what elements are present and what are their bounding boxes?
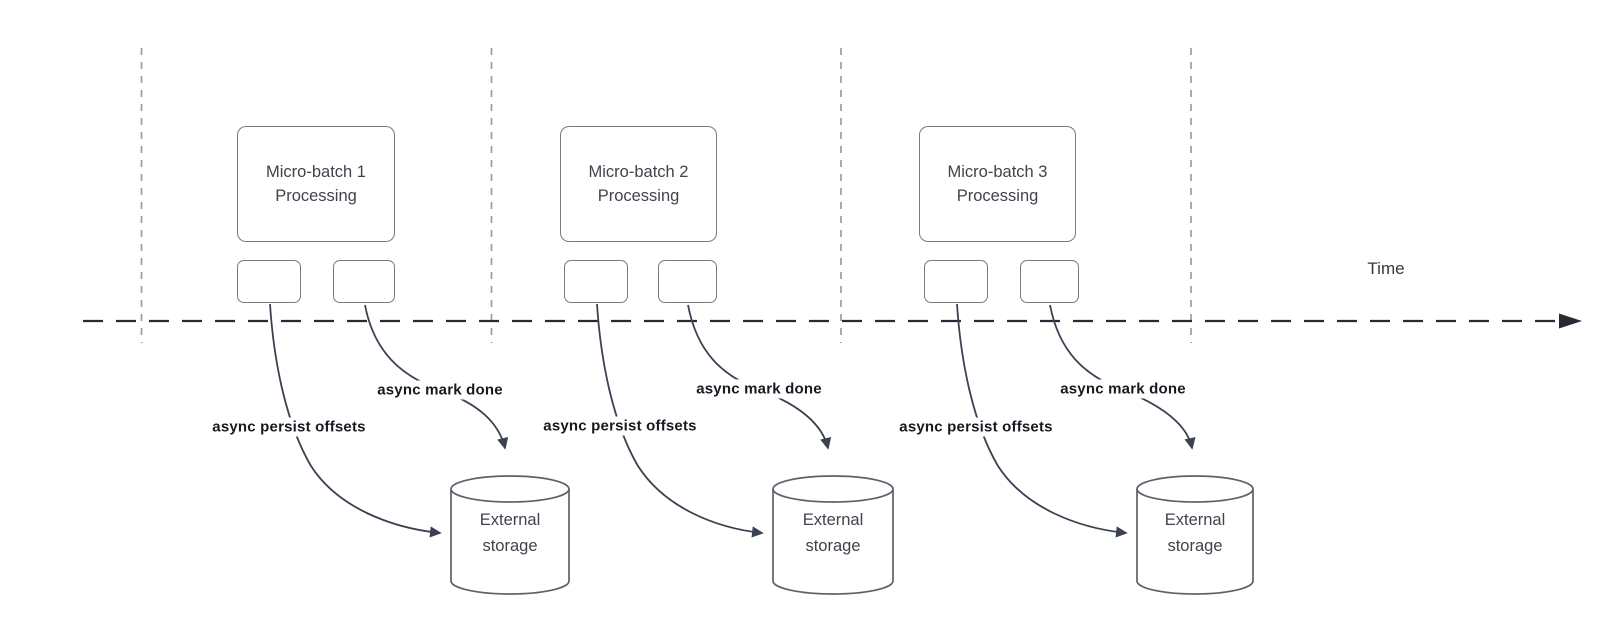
microbatch-2-title-line2: Processing bbox=[597, 187, 680, 205]
microbatch-1-persist-task-box bbox=[237, 260, 301, 303]
microbatch-1-processing-box: Micro-batch 1 Processing bbox=[237, 126, 395, 242]
microbatch-2-processing-box: Micro-batch 2 Processing bbox=[560, 126, 717, 242]
persist-offsets-arrow-2 bbox=[596, 303, 764, 538]
time-axis-arrowhead-icon bbox=[1559, 313, 1582, 329]
microbatch-2-title-line1: Micro-batch 2 bbox=[588, 163, 689, 181]
mark-done-arrow-3 bbox=[1049, 304, 1196, 450]
external-storage-cylinder-2 bbox=[772, 475, 894, 595]
external-storage-cylinder-3 bbox=[1136, 475, 1254, 595]
microbatch-1-title-line2: Processing bbox=[275, 187, 357, 205]
mark-done-label-1: async mark done bbox=[374, 380, 506, 400]
persist-offsets-label-1: async persist offsets bbox=[209, 417, 369, 437]
time-axis-label: Time bbox=[1367, 259, 1405, 278]
persist-offsets-arrow-1 bbox=[269, 303, 442, 538]
mark-done-arrow-1 bbox=[364, 304, 509, 450]
microbatch-3-done-task-box bbox=[1020, 260, 1079, 303]
persist-offsets-arrow-3 bbox=[956, 303, 1128, 538]
external-storage-cylinder-1 bbox=[450, 475, 570, 595]
microbatch-3-title-line2: Processing bbox=[956, 187, 1039, 205]
microbatch-1-done-task-box bbox=[333, 260, 395, 303]
microbatch-3-title-line1: Micro-batch 3 bbox=[947, 163, 1048, 181]
microbatch-1-title-line1: Micro-batch 1 bbox=[266, 163, 366, 181]
external-storage-label-2: External storage bbox=[802, 511, 864, 555]
microbatch-2-persist-task-box bbox=[564, 260, 628, 303]
mark-done-arrow-2 bbox=[687, 304, 832, 450]
persist-offsets-label-2: async persist offsets bbox=[540, 416, 700, 436]
microbatch-3-processing-box: Micro-batch 3 Processing bbox=[919, 126, 1076, 242]
microbatch-2-done-task-box bbox=[658, 260, 717, 303]
external-storage-label-3: External storage bbox=[1164, 511, 1226, 555]
mark-done-label-2: async mark done bbox=[693, 379, 825, 399]
microbatch-3-persist-task-box bbox=[924, 260, 988, 303]
persist-offsets-label-3: async persist offsets bbox=[896, 417, 1056, 437]
external-storage-label-1: External storage bbox=[479, 511, 541, 555]
mark-done-label-3: async mark done bbox=[1057, 379, 1189, 399]
